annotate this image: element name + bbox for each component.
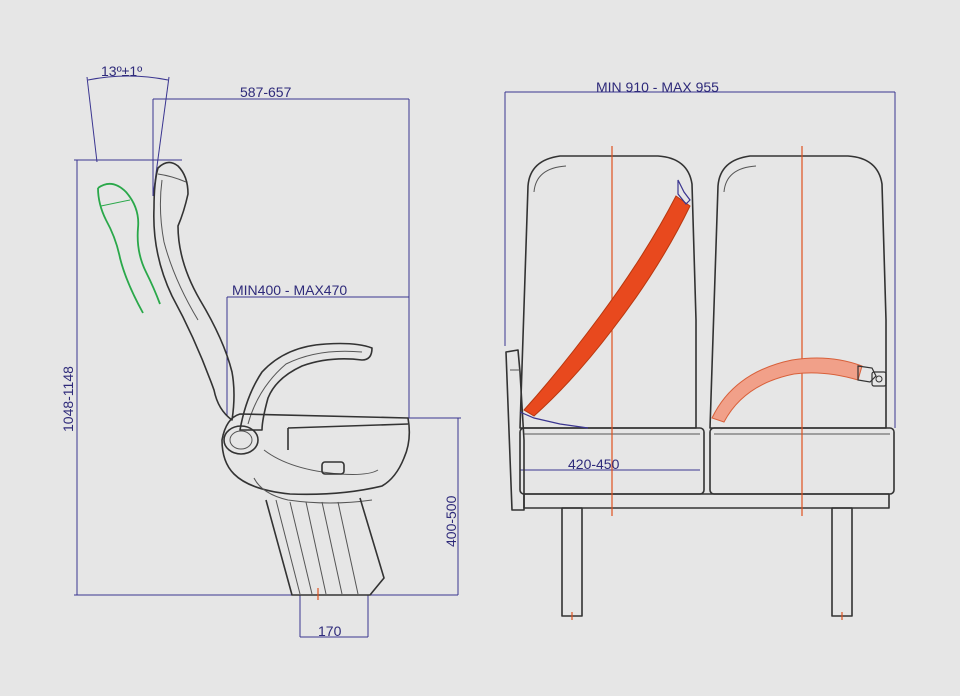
- lap-seat-belt: [711, 357, 887, 423]
- side-dimension-lines: [74, 75, 461, 638]
- backrest-angle-label: 13º±1º: [101, 63, 142, 79]
- overall-width-label: MIN 910 - MAX 955: [596, 79, 719, 95]
- three-point-seat-belt: [519, 179, 691, 429]
- front-view: MIN 910 - MAX 955 420-450: [504, 79, 896, 620]
- side-seat: [221, 413, 411, 504]
- side-view: 13º±1º 587-657 MIN400 - MAX470 1048-1148…: [60, 63, 461, 639]
- right-seat: [709, 146, 895, 620]
- left-seat: [519, 146, 705, 620]
- leg-width-label: 170: [318, 623, 342, 639]
- front-frame: [505, 349, 890, 617]
- side-pedestal: [265, 497, 385, 600]
- alternate-headrest-outline: [97, 182, 161, 314]
- seat-height-label: 400-500: [443, 495, 459, 547]
- front-dimension-lines: [504, 91, 896, 471]
- overall-depth-label: 587-657: [240, 84, 292, 100]
- side-backrest: [153, 161, 235, 421]
- seat-depth-label: MIN400 - MAX470: [232, 282, 347, 298]
- side-armrest: [239, 342, 373, 431]
- seat-width-label: 420-450: [568, 456, 620, 472]
- overall-height-label: 1048-1148: [60, 366, 76, 432]
